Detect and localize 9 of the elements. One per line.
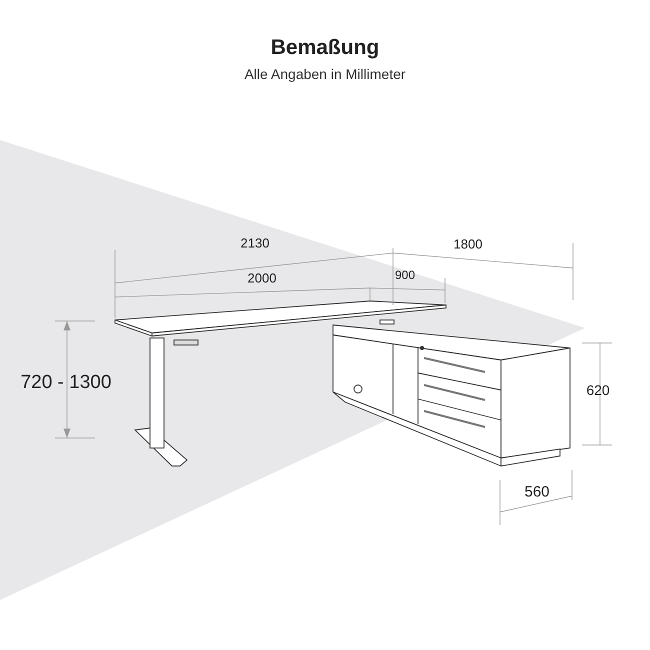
dimension-label: 620 xyxy=(586,382,610,398)
dimension-label: 2000 xyxy=(248,270,276,286)
dimension-label: 560 xyxy=(524,484,550,500)
subtitle: Alle Angaben in Millimeter xyxy=(243,66,407,82)
title: Bemaßung xyxy=(270,36,380,60)
dimension-label: 1800 xyxy=(454,236,482,252)
dimension-label: 2130 xyxy=(240,236,270,250)
dimension-label: 720 - 1300 xyxy=(20,372,112,394)
dimension-label: 900 xyxy=(394,268,416,282)
